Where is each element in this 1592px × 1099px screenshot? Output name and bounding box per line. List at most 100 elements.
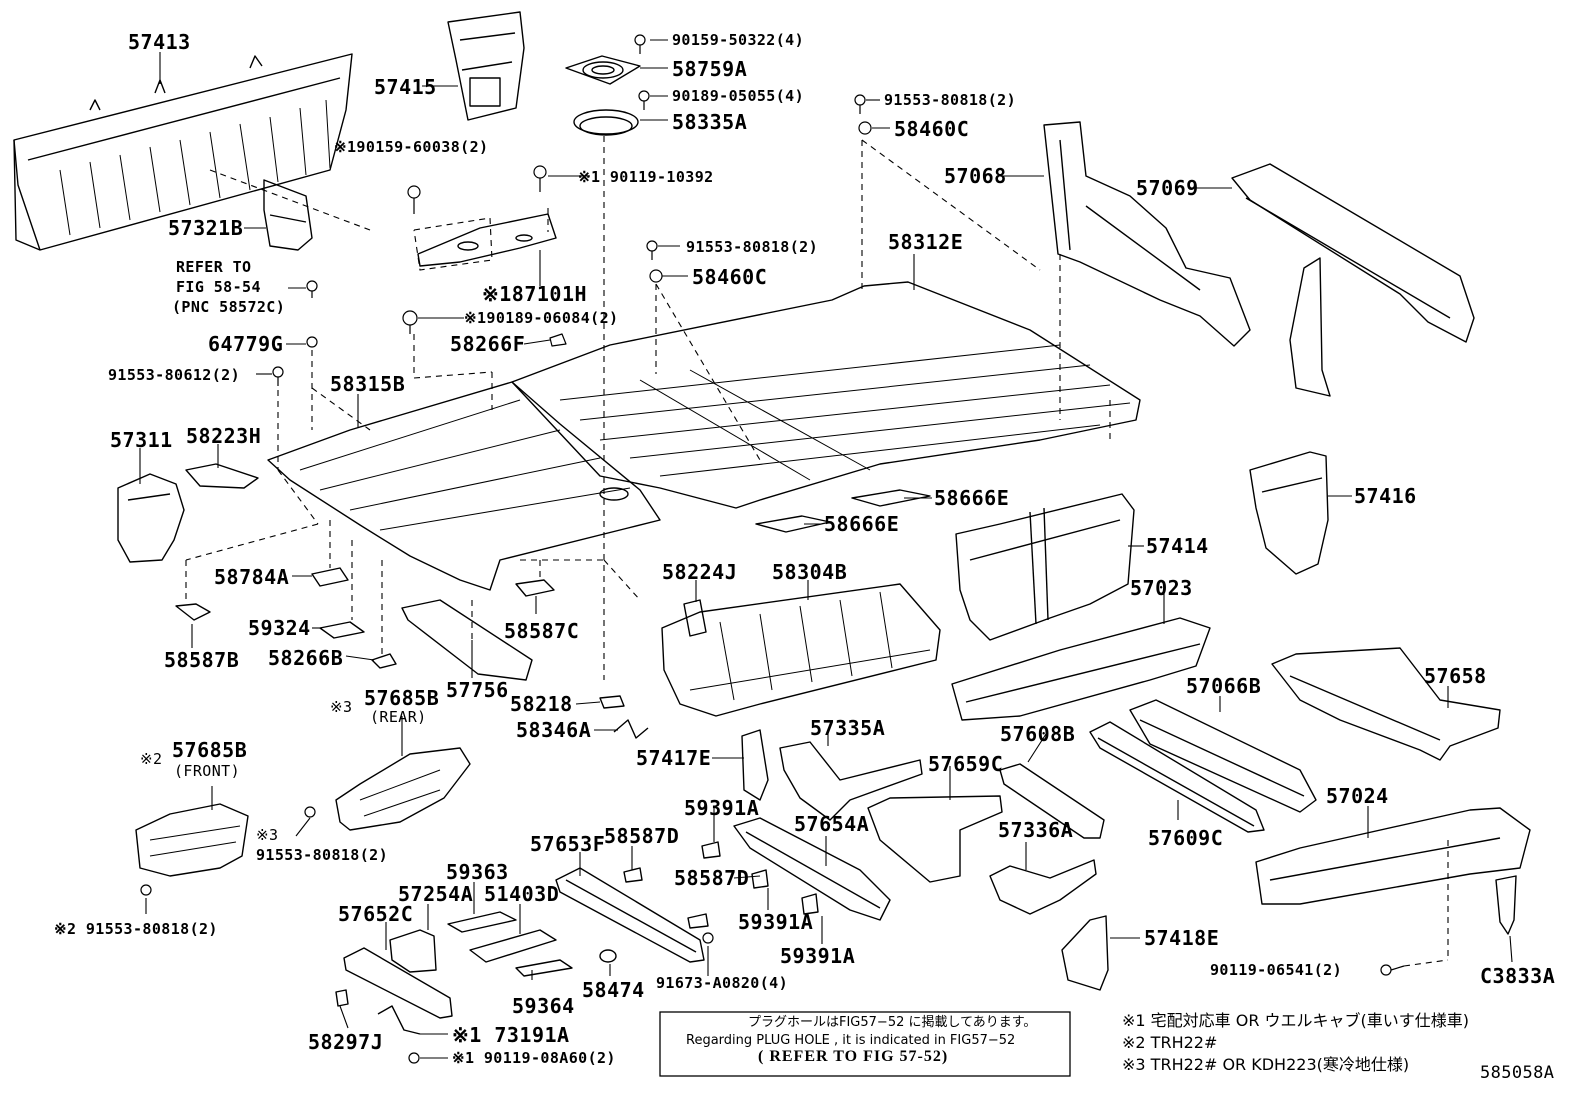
label-90119-06541: 90119-06541(2)	[1210, 961, 1343, 979]
label-190189-06084: ※190189-06084(2)	[464, 309, 619, 327]
part-57654A	[733, 817, 891, 921]
label-57413: 57413	[128, 30, 191, 54]
part-59391A-c	[801, 893, 819, 915]
label-57659C: 57659C	[928, 752, 1004, 776]
part-58346A	[613, 719, 649, 739]
dashed-alignment-lines	[185, 136, 1449, 967]
label-58304B: 58304B	[772, 560, 848, 584]
part-57254A	[389, 929, 437, 973]
label-58266B: 58266B	[268, 646, 344, 670]
label-57654A: 57654A	[794, 812, 870, 836]
label-mark3-a: ※3	[330, 698, 353, 716]
label-58587B: 58587B	[164, 648, 240, 672]
label-mark2-a: ※2	[140, 750, 163, 768]
label-57311: 57311	[110, 428, 173, 452]
label-57335A: 57335A	[810, 716, 886, 740]
label-57756: 57756	[446, 678, 509, 702]
part-57023	[951, 617, 1211, 721]
leader-lines	[139, 39, 1513, 1059]
label-91553-80818-b: 91553-80818(2)	[686, 238, 819, 256]
label-59363: 59363	[446, 860, 509, 884]
label-58587D-b: 58587D	[674, 866, 750, 890]
label-91553-80612: 91553-80612(2)	[108, 366, 241, 384]
part-58297J	[335, 989, 349, 1007]
label-57321B: 57321B	[168, 216, 244, 240]
part-58312E	[511, 281, 1141, 509]
part-58587B	[175, 603, 211, 621]
part-57335A	[779, 741, 923, 821]
part-58666E-b	[755, 515, 831, 533]
part-57416	[1249, 451, 1329, 575]
part-57685B-front	[135, 803, 249, 877]
label-51403D: 51403D	[484, 882, 560, 906]
part-73191A	[377, 1005, 421, 1035]
label-58312E: 58312E	[888, 230, 964, 254]
label-58587C: 58587C	[504, 619, 580, 643]
note-line-en: Regarding PLUG HOLE , it is indicated in…	[686, 1033, 1016, 1048]
part-58587C	[515, 579, 555, 597]
label-58759A: 58759A	[672, 57, 748, 81]
note-line-jp: プラグホールはFIG57−52 に掲載してあります。	[748, 1015, 1037, 1030]
label-57068: 57068	[944, 164, 1007, 188]
part-58759A	[565, 55, 641, 85]
part-58587D-a	[623, 867, 643, 883]
label-58460C-b: 58460C	[692, 265, 768, 289]
part-51403D	[469, 929, 557, 963]
label-58666E-b: 58666E	[824, 512, 900, 536]
label-190159-60038: ※190159-60038(2)	[334, 138, 489, 156]
part-58315B	[267, 381, 661, 591]
label-refer-to: REFER TO	[176, 258, 252, 276]
label-57608B: 57608B	[1000, 722, 1076, 746]
label-58474: 58474	[582, 978, 645, 1002]
part-57068	[1043, 121, 1251, 347]
label-91553-80818-d: ※2 91553-80818(2)	[54, 920, 218, 938]
label-front: (FRONT)	[174, 762, 241, 780]
label-58460C-a: 58460C	[894, 117, 970, 141]
part-59324	[319, 621, 365, 639]
label-58266F: 58266F	[450, 332, 526, 356]
part-57659C	[867, 795, 1003, 883]
label-59391A-b: 59391A	[738, 910, 814, 934]
label-57069: 57069	[1136, 176, 1199, 200]
part-58474	[599, 949, 617, 963]
part-59364	[515, 959, 573, 977]
legend-3: ※3 TRH22# OR KDH223(寒冷地仕様)	[1122, 1055, 1410, 1074]
label-57685B-rear: 57685B	[364, 686, 440, 710]
note-box	[659, 1011, 1071, 1077]
part-57417E	[741, 729, 769, 801]
part-59363	[447, 911, 517, 933]
label-59324: 59324	[248, 616, 311, 640]
label-mark3-b: ※3	[256, 826, 279, 844]
part-187101H	[417, 213, 557, 267]
part-57685B-rear	[335, 747, 471, 831]
label-58666E-a: 58666E	[934, 486, 1010, 510]
label-58315B: 58315B	[330, 372, 406, 396]
label-90119-08A60: ※1 90119-08A60(2)	[452, 1049, 616, 1067]
note-refer: ( REFER TO FIG 57-52)	[758, 1048, 949, 1065]
label-57417E: 57417E	[636, 746, 712, 770]
part-58266B	[371, 653, 397, 669]
label-57024: 57024	[1326, 784, 1389, 808]
label-90159-50322: 90159-50322(4)	[672, 31, 805, 49]
label-rear: (REAR)	[370, 708, 427, 726]
part-57415	[447, 11, 525, 121]
label-58224J: 58224J	[662, 560, 738, 584]
label-90119-10392: ※1 90119-10392	[578, 168, 714, 186]
label-57254A: 57254A	[398, 882, 474, 906]
part-58587D-b	[687, 913, 709, 929]
label-57066B: 57066B	[1186, 674, 1262, 698]
part-C3833A	[1495, 875, 1517, 935]
part-57311	[117, 473, 185, 563]
part-57413	[13, 53, 353, 251]
label-90189-05055: 90189-05055(4)	[672, 87, 805, 105]
part-57336A	[989, 859, 1097, 915]
label-58335A: 58335A	[672, 110, 748, 134]
part-57414	[955, 493, 1135, 641]
label-57685B-front: 57685B	[172, 738, 248, 762]
part-58335A	[573, 109, 639, 136]
label-57023: 57023	[1130, 576, 1193, 600]
part-58224J	[683, 599, 707, 637]
fasteners	[140, 34, 1405, 1064]
